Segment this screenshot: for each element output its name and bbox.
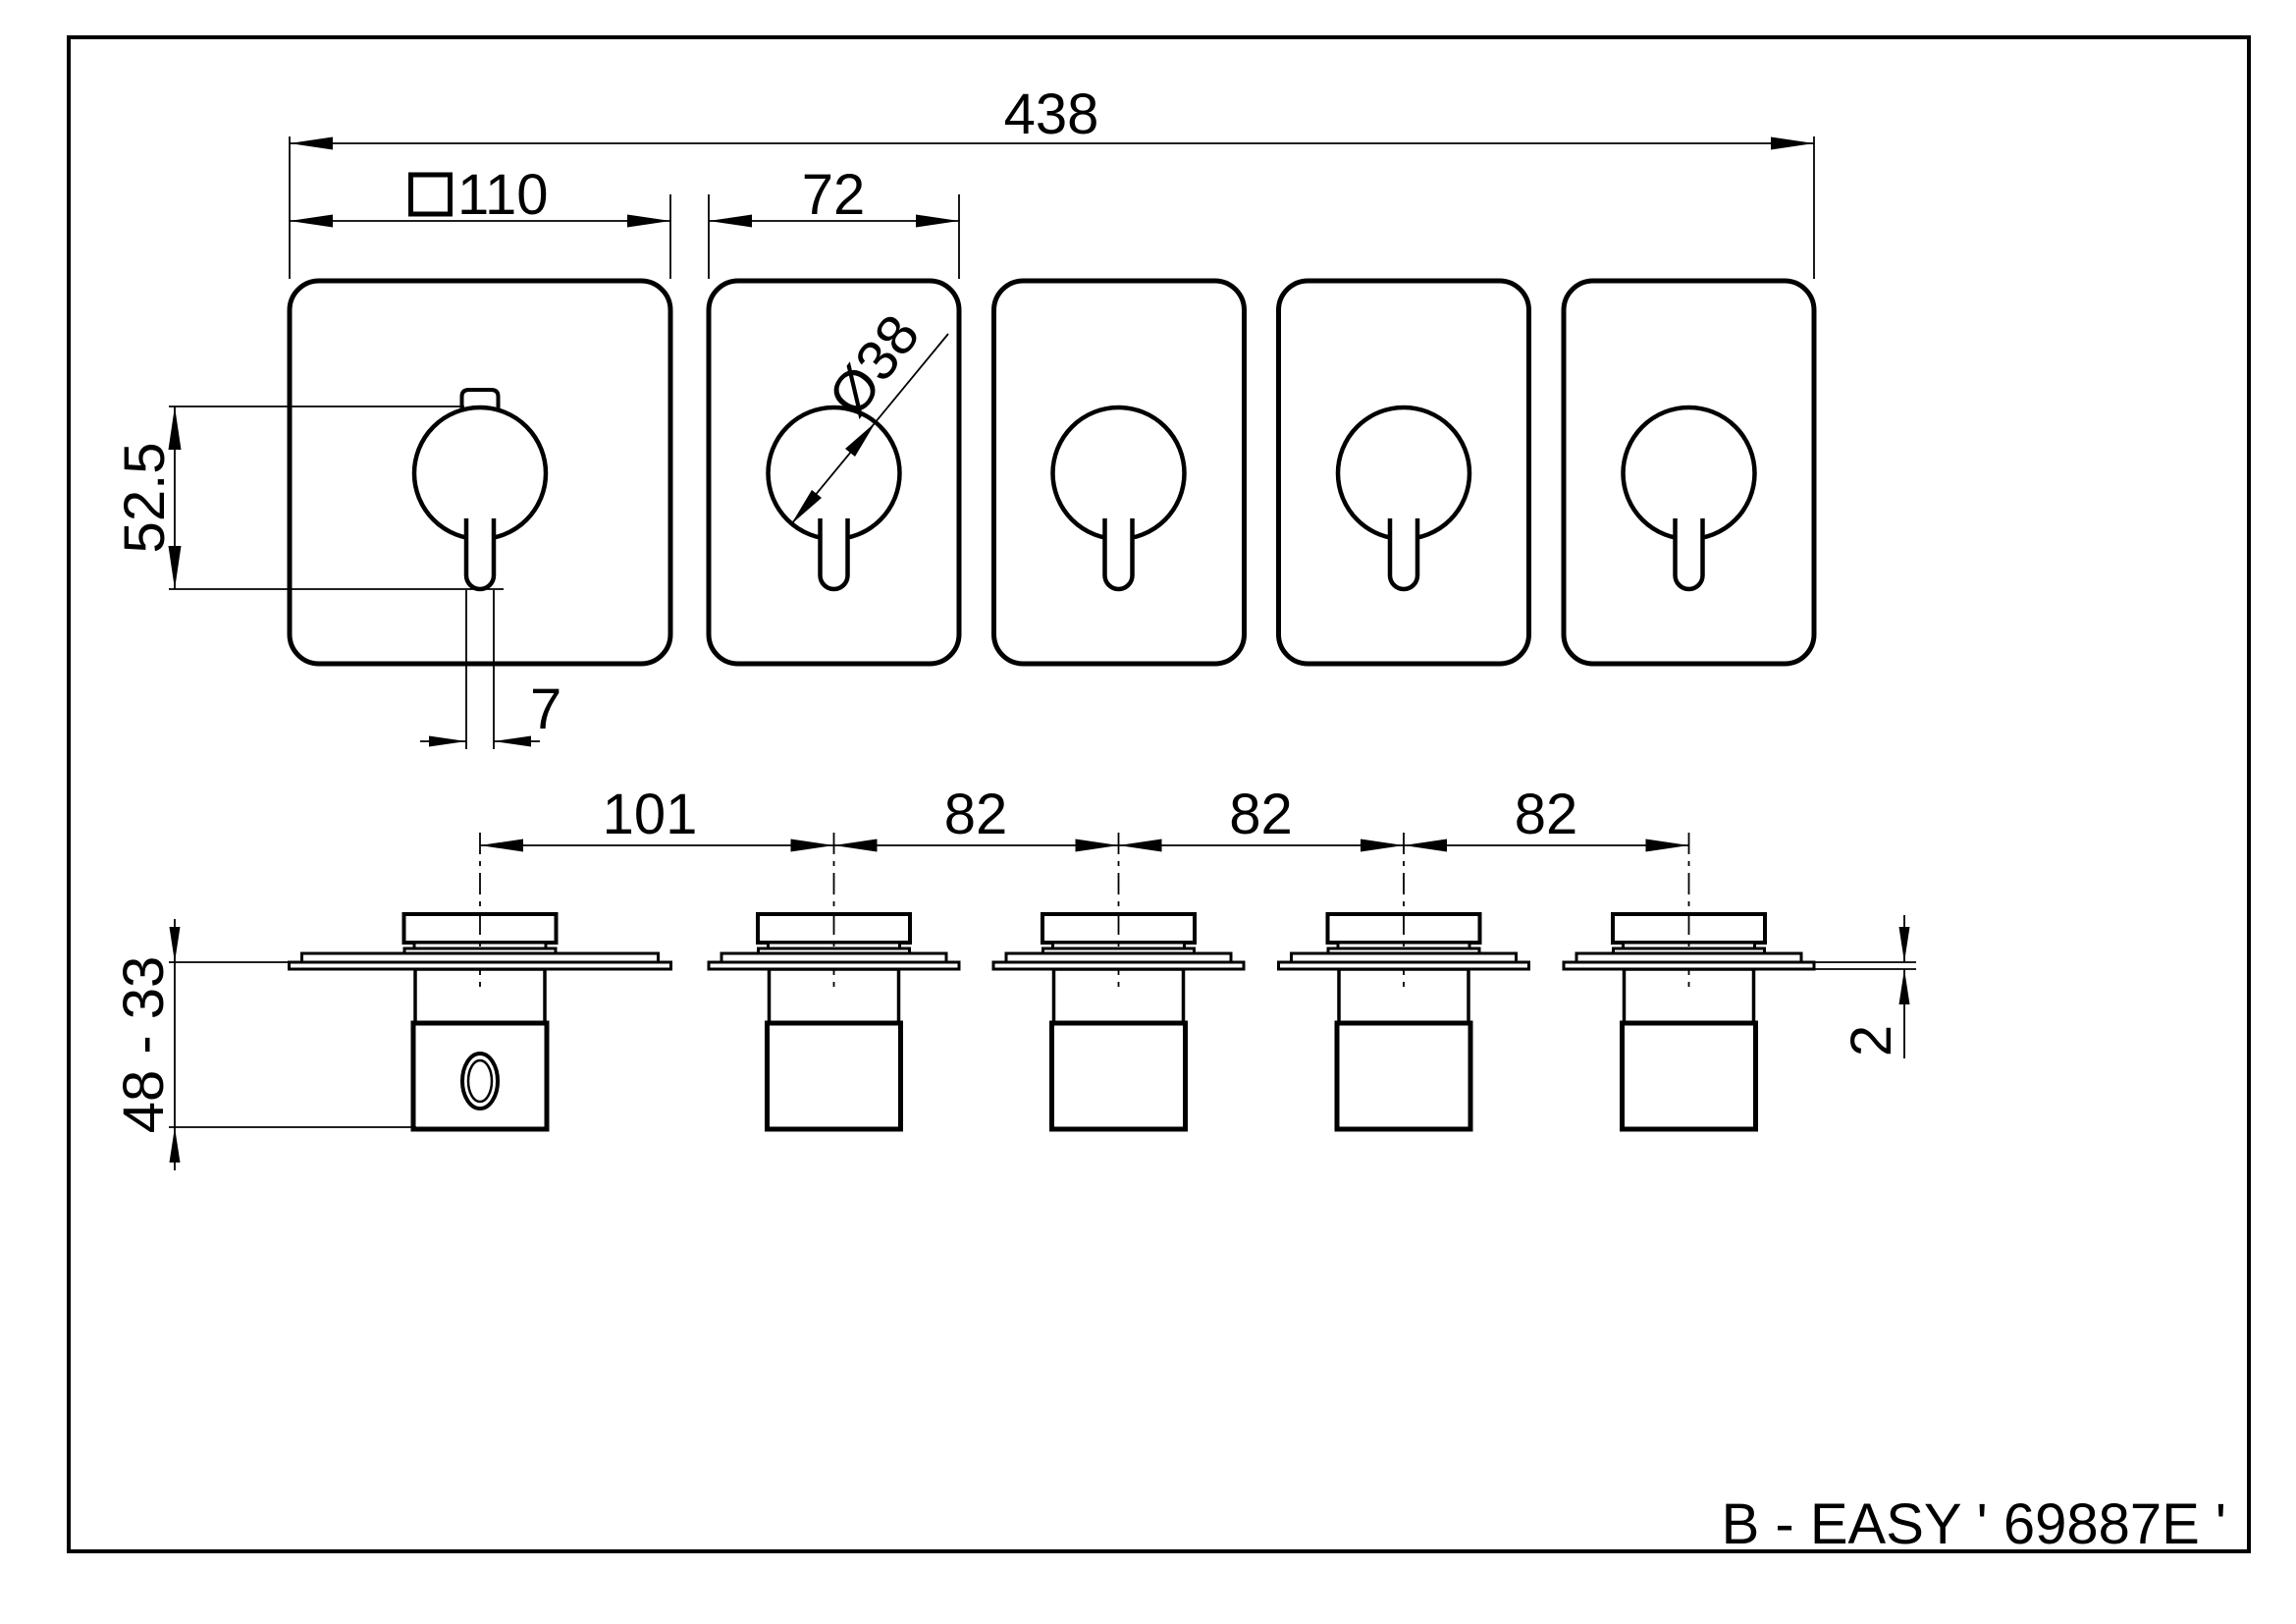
dim-plate-square-text: 110 — [457, 163, 548, 227]
arrowhead-icon — [429, 735, 466, 747]
dim-module-width: 72 — [708, 163, 960, 279]
handle-stem-4 — [1387, 518, 1420, 592]
arrowhead-icon — [1898, 969, 1910, 1004]
arrowhead-icon — [845, 422, 876, 457]
dim-overall-width-text: 438 — [1004, 82, 1099, 146]
handle-stem-5 — [1673, 518, 1705, 592]
arrowhead-icon — [169, 1127, 181, 1163]
dim-plate-thickness: 2 — [1814, 915, 1916, 1058]
wall-plate-1 — [288, 960, 672, 971]
valve-2 — [707, 833, 961, 1129]
wall-plate-3 — [991, 960, 1246, 971]
valve-3 — [991, 833, 1246, 1129]
wall-plate-4 — [1277, 960, 1530, 971]
dim-center-distance-3-text: 82 — [1229, 783, 1293, 846]
handle-index-tab — [459, 388, 501, 408]
handle-stem-3 — [1102, 518, 1135, 592]
dim-center-distance-1-text: 101 — [603, 783, 698, 846]
handle-stem-1 — [463, 518, 497, 592]
dim-handle-height: 52.5 — [113, 406, 504, 590]
dim-handle-height-text: 52.5 — [113, 443, 177, 554]
top-view: 438 110 72 Ø38 52.5 — [113, 82, 1817, 749]
dim-depth-range-text: 48 - 33 — [112, 956, 176, 1134]
dim-depth-range: 48 - 33 — [112, 919, 416, 1170]
arrowhead-icon — [169, 927, 181, 962]
valve-5 — [1562, 833, 1816, 1129]
dim-plate-thickness-text: 2 — [1840, 1025, 1903, 1056]
arrowhead-icon — [494, 735, 531, 747]
valve-1 — [288, 833, 672, 1129]
square-symbol-icon — [408, 172, 453, 217]
valve-4 — [1277, 833, 1530, 1129]
handle-stem-2 — [818, 518, 850, 592]
dim-center-distances: 101 82 82 82 — [480, 783, 1689, 852]
wall-plate-5 — [1562, 960, 1816, 971]
dim-overall-width: 438 — [289, 82, 1815, 279]
dim-module-width-text: 72 — [802, 163, 866, 227]
dim-lever-width-text: 7 — [530, 677, 561, 741]
dim-center-distance-2-text: 82 — [944, 783, 1008, 846]
frame-border — [67, 35, 2251, 1553]
front-view: 101 82 82 82 48 - 33 2 — [112, 783, 1916, 1170]
dim-plate-square: 110 — [290, 163, 671, 279]
title-block-model-text: B - EASY ' 69887E ' — [1722, 1492, 2226, 1556]
wall-plate-2 — [707, 960, 961, 971]
arrowhead-icon — [791, 490, 822, 524]
dim-lever-width: 7 — [420, 590, 561, 749]
cartridge-port-inner — [466, 1058, 494, 1104]
arrowhead-icon — [1898, 927, 1910, 962]
dim-center-distance-4-text: 82 — [1515, 783, 1578, 846]
